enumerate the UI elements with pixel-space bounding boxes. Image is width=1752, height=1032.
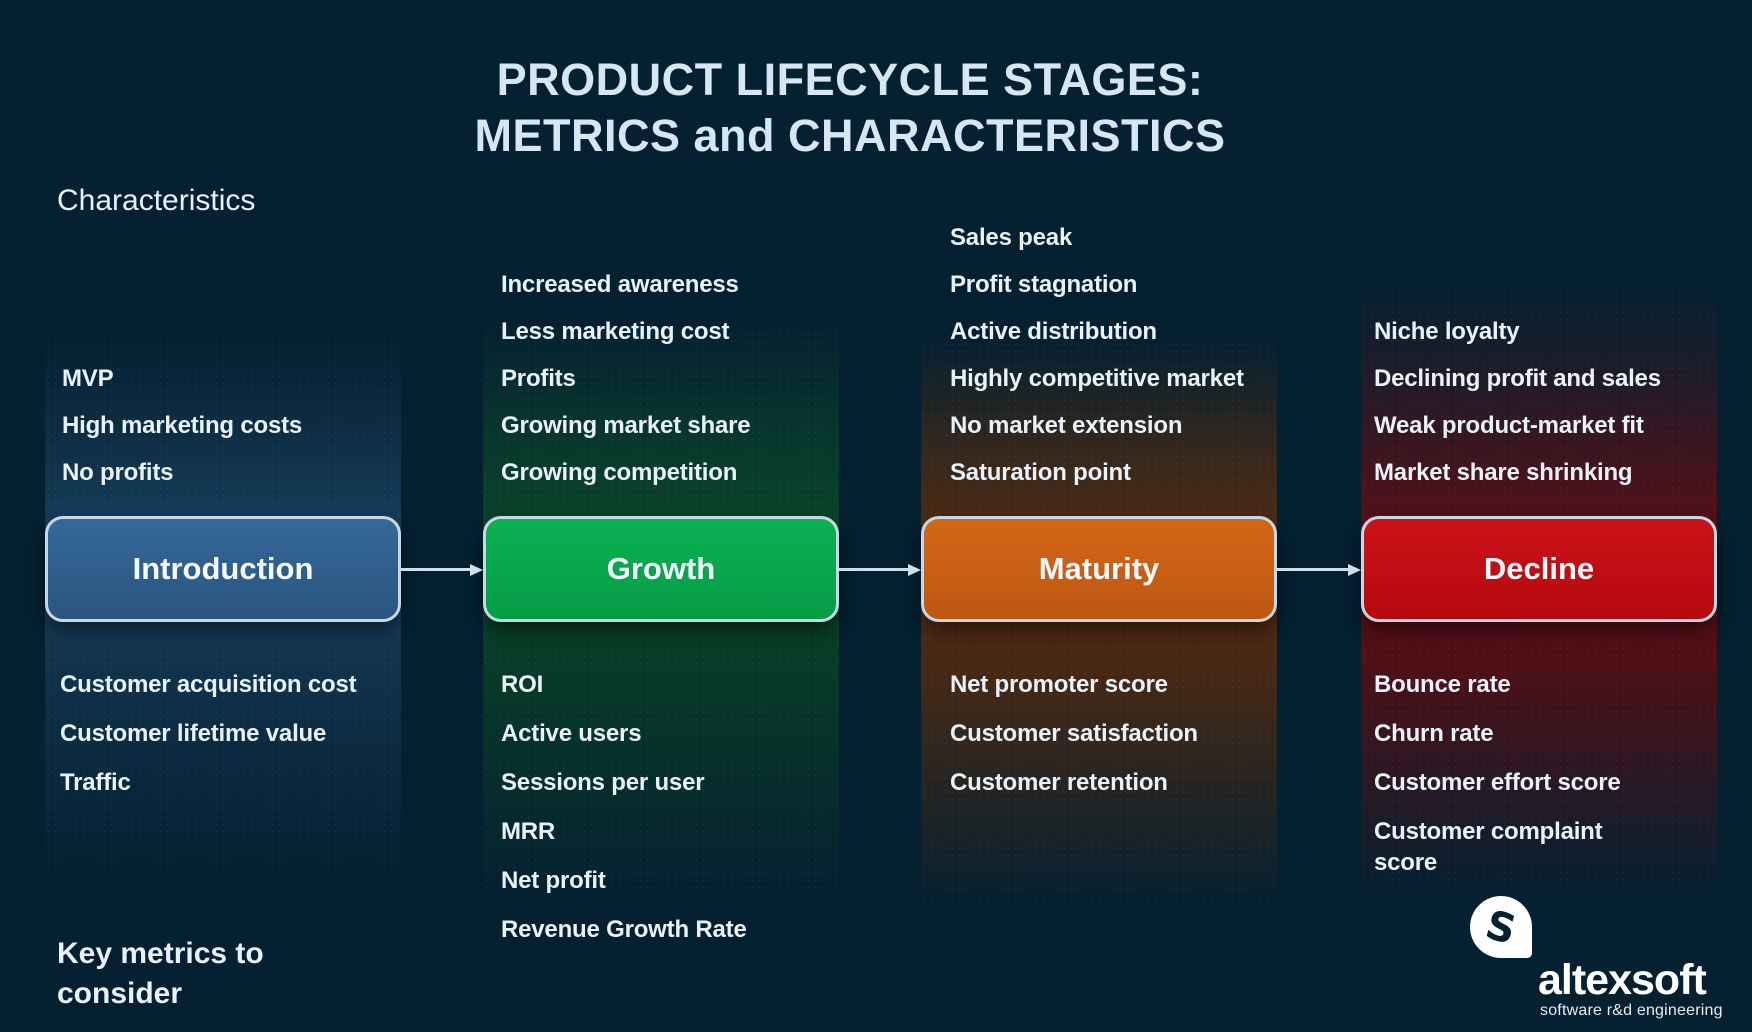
characteristic-item: No profits [62,458,174,486]
characteristic-item: Profit stagnation [950,270,1138,298]
arrow-head-icon [470,564,483,576]
characteristic-item: Niche loyalty [1374,317,1520,345]
altexsoft-tagline: software r&d engineering [1540,1002,1723,1019]
metric-item: Churn rate [1374,719,1494,747]
flow-arrow-icon [401,564,483,576]
characteristic-item: Sales peak [950,223,1073,251]
stage-panel-maturity [921,341,1277,905]
characteristic-item: Active distribution [950,317,1157,345]
characteristic-item: Profits [501,364,576,392]
characteristic-item: Growing competition [501,458,738,486]
metrics-list-growth: ROI Active users Sessions per user MRR N… [501,660,747,954]
characteristic-item: Highly competitive market [950,364,1244,392]
stage-button-introduction[interactable]: Introduction [45,516,401,622]
stage-button-decline[interactable]: Decline [1361,516,1717,622]
characteristic-item: MVP [62,364,114,392]
flow-arrow-icon [1277,564,1361,576]
characteristic-item: Saturation point [950,458,1131,486]
metric-item: Traffic [60,768,131,796]
characteristics-list-decline: Niche loyalty Declining profit and sales… [1374,308,1661,496]
page-title-line-2: METRICS and CHARACTERISTICS [474,110,1226,162]
metric-item: Customer satisfaction [950,719,1198,747]
metrics-list-introduction: Customer acquisition cost Customer lifet… [60,660,357,807]
metric-item: MRR [501,817,556,845]
characteristics-label: Characteristics [57,184,256,217]
characteristics-list-growth: Increased awareness Less marketing cost … [501,261,751,496]
arrow-shaft [1277,568,1351,571]
page-title: PRODUCT LIFECYCLE STAGES: METRICS and CH… [0,52,1700,164]
characteristics-list-introduction: MVP High marketing costs No profits [62,355,302,496]
stage-button-growth[interactable]: Growth [483,516,839,622]
metric-item: Bounce rate [1374,670,1511,698]
characteristic-item: Weak product-market fit [1374,411,1644,439]
metric-item: Customer complaint score [1374,818,1603,876]
metric-item: Revenue Growth Rate [501,915,747,943]
characteristic-item: Growing market share [501,411,751,439]
metric-item: Customer lifetime value [60,719,327,747]
metrics-list-maturity: Net promoter score Customer satisfaction… [950,660,1198,807]
characteristic-item: High marketing costs [62,411,303,439]
characteristic-item: Declining profit and sales [1374,364,1661,392]
arrow-shaft [401,568,473,571]
metric-item: Net promoter score [950,670,1168,698]
metric-item: Customer acquisition cost [60,670,357,698]
characteristic-item: No market extension [950,411,1183,439]
metrics-list-decline: Bounce rate Churn rate Customer effort s… [1374,660,1646,878]
key-metrics-label: Key metrics to consider [57,937,264,1010]
altexsoft-wordmark: altexsoft [1538,956,1707,1004]
flow-arrow-icon [839,564,921,576]
arrow-shaft [839,568,911,571]
metric-item: Customer effort score [1374,768,1621,796]
altexsoft-logo-icon: S [1470,896,1532,958]
arrow-head-icon [908,564,921,576]
metric-item: Sessions per user [501,768,705,796]
metric-item: ROI [501,670,544,698]
characteristic-item: Market share shrinking [1374,458,1633,486]
metric-item: Customer retention [950,768,1168,796]
metric-item: Active users [501,719,642,747]
stage-button-maturity[interactable]: Maturity [921,516,1277,622]
characteristic-item: Increased awareness [501,270,739,298]
characteristics-list-maturity: Sales peak Profit stagnation Active dist… [950,214,1244,496]
arrow-head-icon [1348,564,1361,576]
page-title-line-1: PRODUCT LIFECYCLE STAGES: [496,54,1204,106]
characteristic-item: Less marketing cost [501,317,730,345]
metric-item: Net profit [501,866,606,894]
